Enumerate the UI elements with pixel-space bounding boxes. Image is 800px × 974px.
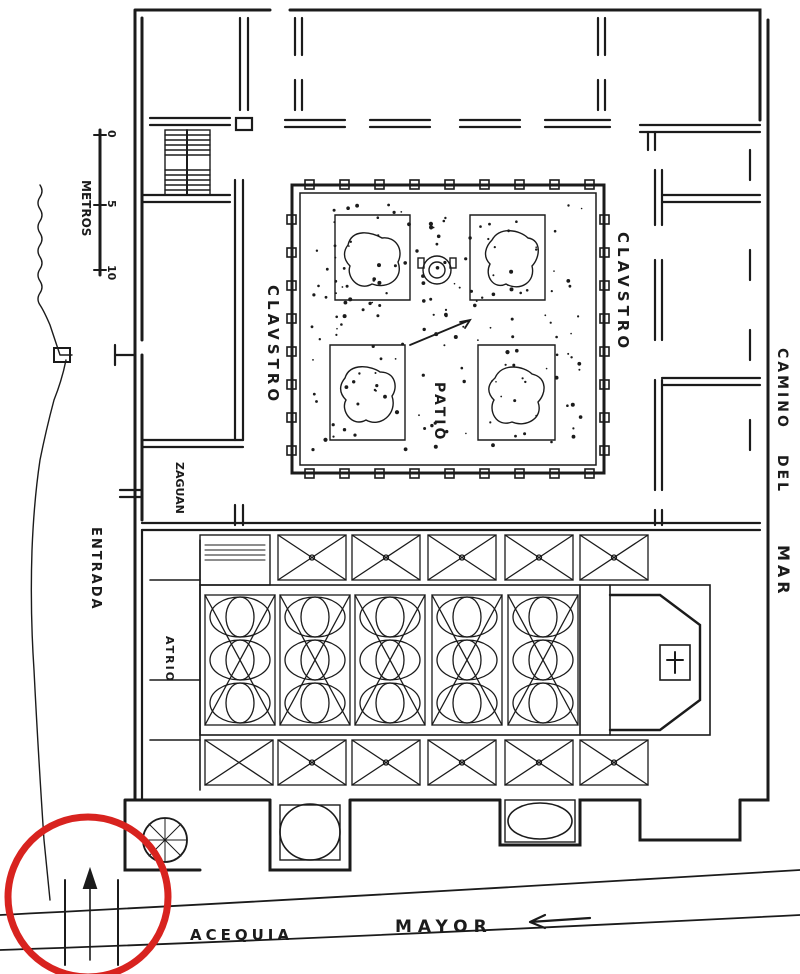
label-zaguan: ZAGUAN	[173, 462, 186, 514]
highlight-circle	[4, 813, 172, 974]
cloister-piers	[286, 179, 610, 479]
north-wing-walls	[148, 16, 762, 152]
garden-dots	[310, 203, 583, 452]
stairs-north	[164, 129, 211, 196]
acequia-mayor	[0, 869, 800, 951]
label-atrio: ATRIO	[163, 636, 176, 683]
arrow-left-icon	[528, 913, 592, 930]
outer-walls	[123, 8, 770, 872]
label-acequia: ACEQUIA	[190, 926, 293, 944]
east-wing-walls	[653, 148, 762, 527]
label-mayor: MAYOR	[395, 917, 493, 937]
church-north-wall	[140, 521, 762, 532]
cloister	[290, 183, 606, 475]
scale-tick-0: 0	[105, 130, 118, 138]
scale-title: METROS	[79, 180, 93, 236]
church-vaults	[204, 534, 649, 786]
west-wing-walls	[113, 178, 245, 527]
scale-tick-10: 10	[105, 265, 118, 281]
label-mar: MAR	[774, 545, 793, 598]
label-patio: PATIO	[431, 382, 447, 442]
entry-channel	[64, 866, 119, 966]
scale-tick-5: 5	[105, 200, 118, 208]
cross-icon	[666, 651, 684, 674]
label-del: DEL	[774, 455, 790, 494]
label-camino: CAMINO	[774, 348, 790, 430]
gate-post	[53, 347, 71, 363]
label-claustro-left: CLAVSTRO	[264, 285, 282, 405]
church	[140, 528, 711, 863]
boundary-line	[30, 184, 73, 901]
patio-garden	[329, 214, 556, 441]
label-entrada: ENTRADA	[88, 527, 103, 611]
scale-bar	[93, 128, 107, 277]
label-claustro-right: CLAVSTRO	[614, 232, 632, 352]
